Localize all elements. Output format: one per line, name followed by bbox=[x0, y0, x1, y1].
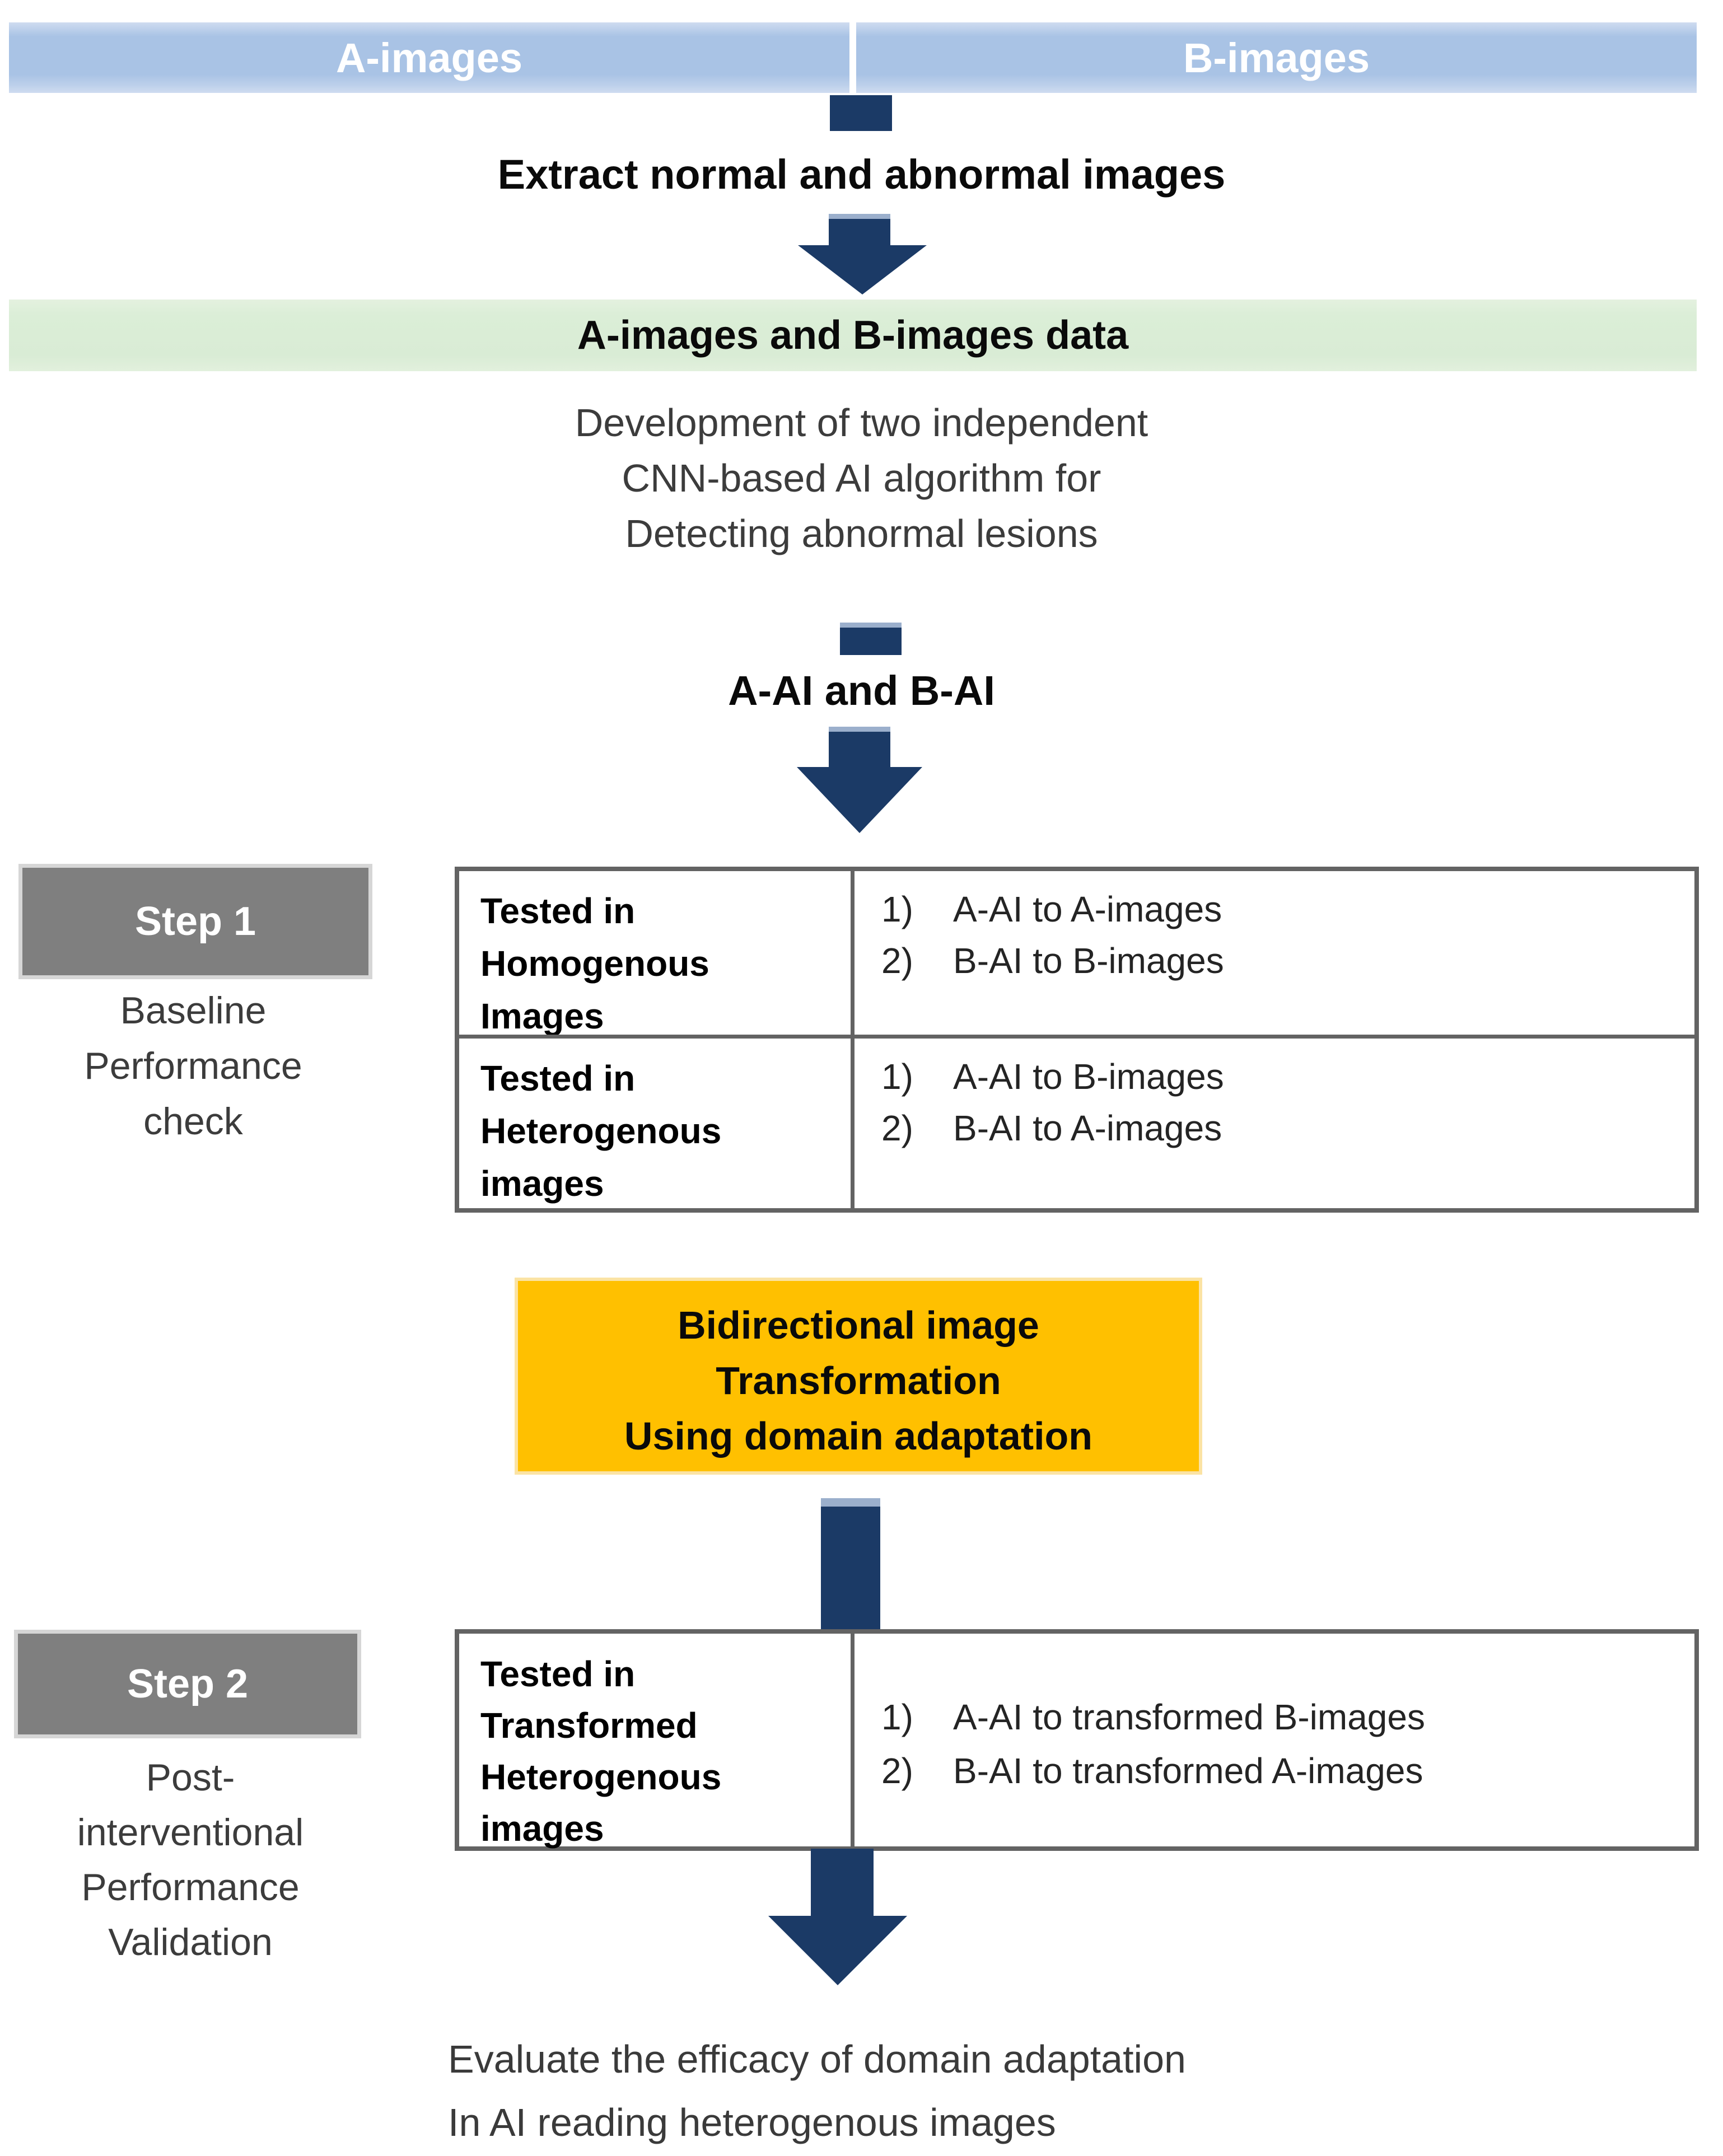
table-header-line: images bbox=[480, 1808, 604, 1849]
step1-caption: Baseline Performance check bbox=[0, 983, 386, 1149]
list-item: 1) A-AI to B-images bbox=[881, 1051, 1689, 1102]
step1-row1-header: Tested in Homogenous Images bbox=[459, 871, 855, 1036]
caption-line: Validation bbox=[108, 1921, 273, 1963]
down-arrow-stem bbox=[840, 623, 902, 655]
item-number: 2) bbox=[881, 1751, 913, 1791]
caption-line: Baseline bbox=[120, 989, 267, 1032]
step2-row1-items: 1) A-AI to transformed B-images 2) B-AI … bbox=[855, 1634, 1694, 1854]
caption-line: interventional bbox=[77, 1811, 304, 1854]
step2-row1-header: Tested in Transformed Heterogenous image… bbox=[459, 1634, 855, 1854]
item-number: 1) bbox=[881, 1697, 913, 1737]
item-number: 2) bbox=[881, 941, 913, 981]
extract-label: Extract normal and abnormal images bbox=[497, 151, 1226, 198]
table-header-line: images bbox=[480, 1163, 604, 1204]
development-line: Detecting abnormal lesions bbox=[625, 512, 1098, 555]
development-text: Development of two independent CNN-based… bbox=[0, 395, 1723, 562]
transformation-box: Bidirectional image Transformation Using… bbox=[518, 1281, 1199, 1471]
step1-row2-header: Tested in Heterogenous images bbox=[459, 1035, 855, 1210]
data-bar: A-images and B-images data bbox=[9, 300, 1697, 371]
table-header-line: Tested in bbox=[480, 1058, 636, 1098]
conclusion-line: Evaluate the efficacy of domain adaptati… bbox=[448, 2037, 1186, 2081]
down-arrow-stem bbox=[829, 727, 890, 768]
step1-row2-items: 1) A-AI to B-images 2) B-AI to A-images bbox=[855, 1035, 1694, 1210]
table-header-line: Transformed bbox=[480, 1705, 698, 1746]
step2-badge-label: Step 2 bbox=[127, 1662, 249, 1706]
table-header-line: Images bbox=[480, 996, 604, 1036]
list-item: 2) B-AI to transformed A-images bbox=[881, 1744, 1689, 1798]
list-item: 2) B-AI to B-images bbox=[881, 935, 1689, 986]
b-images-label: B-images bbox=[1183, 34, 1370, 81]
list-item: 1) A-AI to A-images bbox=[881, 883, 1689, 935]
b-images-cell: B-images bbox=[856, 22, 1697, 93]
development-line: CNN-based AI algorithm for bbox=[622, 456, 1101, 500]
item-text: A-AI to transformed B-images bbox=[953, 1697, 1425, 1737]
a-images-cell: A-images bbox=[9, 22, 849, 93]
step2-table: Tested in Transformed Heterogenous image… bbox=[455, 1629, 1699, 1854]
a-images-label: A-images bbox=[335, 34, 523, 81]
conclusion-line: In AI reading heterogenous images bbox=[448, 2101, 1056, 2144]
step2-caption: Post- interventional Performance Validat… bbox=[0, 1750, 381, 1970]
item-text: B-AI to transformed A-images bbox=[953, 1751, 1423, 1791]
table-header-line: Tested in bbox=[480, 1654, 636, 1694]
transformation-line: Using domain adaptation bbox=[624, 1414, 1093, 1458]
caption-line: Performance bbox=[81, 1866, 300, 1909]
item-text: A-AI to B-images bbox=[953, 1056, 1224, 1097]
down-arrow-head-icon bbox=[768, 1916, 907, 1985]
item-text: B-AI to B-images bbox=[953, 941, 1224, 981]
caption-line: check bbox=[143, 1100, 243, 1143]
table-header-line: Homogenous bbox=[480, 943, 709, 984]
down-arrow-head-icon bbox=[797, 767, 922, 833]
down-arrow-stem bbox=[821, 1498, 880, 1630]
item-number: 2) bbox=[881, 1108, 913, 1148]
item-number: 1) bbox=[881, 889, 913, 929]
table-header-line: Heterogenous bbox=[480, 1111, 722, 1151]
table-header-line: Heterogenous bbox=[480, 1757, 722, 1797]
caption-line: Performance bbox=[84, 1045, 302, 1087]
source-images-bar: A-images B-images bbox=[9, 22, 1697, 93]
step1-badge: Step 1 bbox=[22, 868, 368, 975]
transformation-line: Bidirectional image bbox=[678, 1303, 1039, 1347]
down-arrow-head-icon bbox=[798, 245, 927, 294]
table-header-line: Tested in bbox=[480, 891, 636, 931]
caption-line: Post- bbox=[146, 1756, 235, 1799]
list-item: 2) B-AI to A-images bbox=[881, 1102, 1689, 1154]
item-text: A-AI to A-images bbox=[953, 889, 1222, 929]
down-arrow-stem bbox=[811, 1849, 874, 1917]
item-number: 1) bbox=[881, 1056, 913, 1097]
development-line: Development of two independent bbox=[575, 401, 1148, 445]
step1-row1-items: 1) A-AI to A-images 2) B-AI to B-images bbox=[855, 871, 1694, 1035]
transformation-line: Transformation bbox=[716, 1359, 1001, 1402]
down-arrow-stem bbox=[830, 95, 892, 131]
item-text: B-AI to A-images bbox=[953, 1108, 1222, 1148]
conclusion-text: Evaluate the efficacy of domain adaptati… bbox=[448, 2028, 1512, 2154]
list-item: 1) A-AI to transformed B-images bbox=[881, 1690, 1689, 1744]
ai-label: A-AI and B-AI bbox=[728, 667, 995, 714]
down-arrow-stem bbox=[829, 214, 890, 246]
step2-badge: Step 2 bbox=[18, 1634, 357, 1734]
data-bar-label: A-images and B-images data bbox=[577, 313, 1129, 358]
step1-badge-label: Step 1 bbox=[134, 899, 256, 944]
step1-table: Tested in Homogenous Images 1) A-AI to A… bbox=[455, 867, 1699, 1213]
